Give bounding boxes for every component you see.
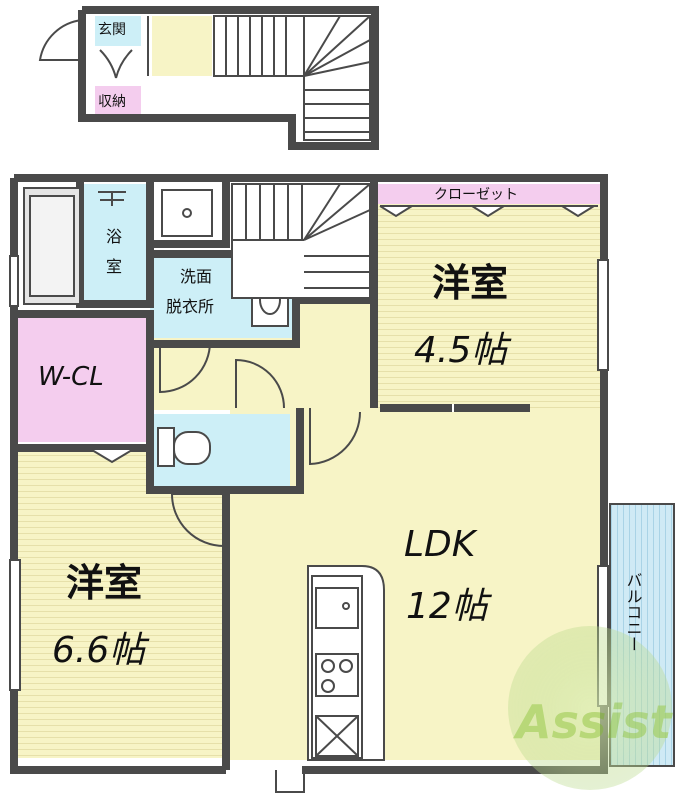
bath-label-1: 浴	[106, 227, 122, 246]
bathtub-icon	[23, 187, 81, 305]
entrance-floor	[95, 16, 141, 46]
western-small-floor	[378, 200, 602, 408]
western-large-floor	[18, 452, 224, 758]
western-small-size: 4.5帖	[414, 330, 512, 371]
washing-machine-icon	[161, 189, 213, 237]
assist-watermark: Assist	[508, 626, 674, 790]
entrance-door-icon	[38, 19, 83, 61]
closet-area	[378, 184, 602, 204]
stove-icon	[315, 653, 359, 697]
shower-icon	[98, 191, 126, 206]
western-small-name: 洋室	[432, 261, 508, 305]
upper-section: 玄関 収納	[38, 6, 380, 150]
closet-doors	[379, 205, 598, 218]
closet-label: クローゼット	[434, 187, 518, 203]
washroom-label-2: 脱衣所	[166, 297, 214, 316]
upper-stairs	[213, 15, 371, 141]
watermark-text: Assist	[513, 695, 674, 749]
bath-label-2: 室	[106, 257, 122, 276]
walk-in-closet-floor	[18, 318, 146, 442]
balcony-label: バルコニー	[624, 572, 643, 652]
fridge-icon	[315, 715, 359, 757]
toilet-icon	[157, 427, 211, 467]
walk-in-closet-label: W-CL	[38, 362, 104, 392]
western-large-size: 6.6帖	[52, 630, 150, 671]
storage-label: 収納	[98, 94, 126, 110]
ldk-size: 12帖	[406, 586, 493, 627]
washroom-label-1: 洗面	[180, 267, 212, 286]
bath-floor	[82, 184, 146, 304]
ldk-name: LDK	[404, 524, 478, 565]
storage-area	[95, 86, 141, 114]
sink-icon	[315, 587, 359, 629]
door-swings	[159, 341, 361, 793]
western-large-name: 洋室	[66, 561, 142, 605]
main-stairs	[231, 183, 371, 299]
entrance-label: 玄関	[98, 21, 126, 38]
kitchen-counter	[307, 565, 385, 761]
